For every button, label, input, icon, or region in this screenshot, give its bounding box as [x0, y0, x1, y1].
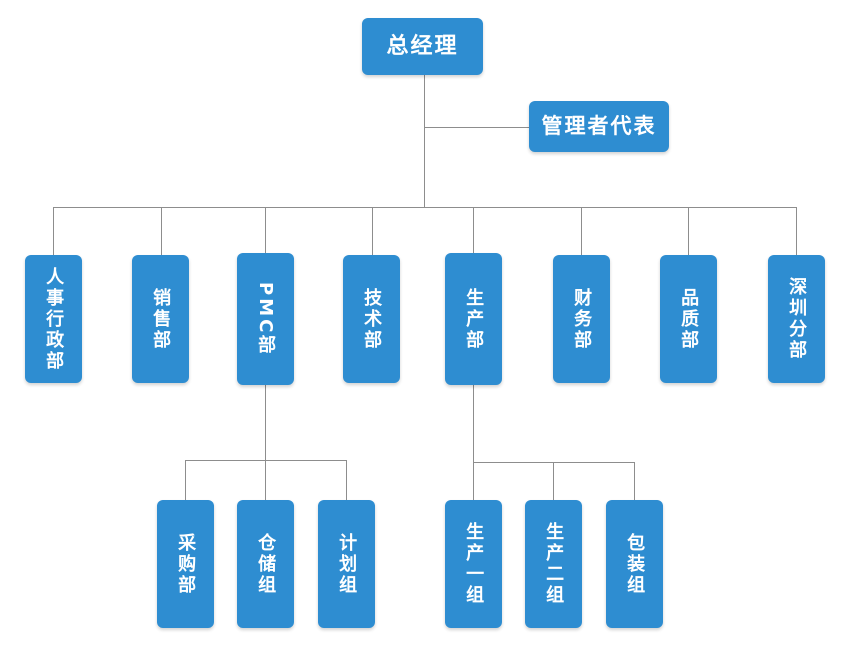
- connector-drop-dept-2: [161, 207, 162, 255]
- node-shenzhen-branch[interactable]: 深圳分部: [768, 255, 825, 383]
- connector-drop-dept-3: [265, 207, 266, 253]
- node-purchasing-department[interactable]: 采购部: [157, 500, 214, 628]
- node-quality-department[interactable]: 品质部: [660, 255, 717, 383]
- node-production-group-two[interactable]: 生产二组: [525, 500, 582, 628]
- node-management-representative[interactable]: 管理者代表: [529, 101, 669, 152]
- node-hr-admin-department[interactable]: 人事行政部: [25, 255, 82, 383]
- connector-drop-dept-5: [473, 207, 474, 253]
- connector-drop-dept-6: [581, 207, 582, 255]
- node-technology-department[interactable]: 技术部: [343, 255, 400, 383]
- connector-root-trunk: [424, 75, 425, 208]
- node-general-manager[interactable]: 总经理: [362, 18, 483, 75]
- node-warehouse-group[interactable]: 仓储组: [237, 500, 294, 628]
- node-pmc-department[interactable]: PMC部: [237, 253, 294, 385]
- connector-root-to-staff: [424, 127, 530, 128]
- node-production-department[interactable]: 生产部: [445, 253, 502, 385]
- connector-drop-pmc-1: [185, 460, 186, 500]
- connector-drop-dept-4: [372, 207, 373, 255]
- connector-production-trunk: [473, 385, 474, 463]
- connector-drop-production-2: [553, 462, 554, 500]
- connector-drop-dept-8: [796, 207, 797, 255]
- connector-level2-bus: [53, 207, 797, 208]
- connector-drop-dept-1: [53, 207, 54, 255]
- connector-drop-production-3: [634, 462, 635, 500]
- connector-drop-production-1: [473, 462, 474, 500]
- connector-drop-dept-7: [688, 207, 689, 255]
- node-planning-group[interactable]: 计划组: [318, 500, 375, 628]
- node-finance-department[interactable]: 财务部: [553, 255, 610, 383]
- node-production-group-one[interactable]: 生产一组: [445, 500, 502, 628]
- connector-drop-pmc-3: [346, 460, 347, 500]
- connector-drop-pmc-2: [265, 460, 266, 500]
- connector-pmc-trunk: [265, 385, 266, 461]
- node-packaging-group[interactable]: 包装组: [606, 500, 663, 628]
- node-sales-department[interactable]: 销售部: [132, 255, 189, 383]
